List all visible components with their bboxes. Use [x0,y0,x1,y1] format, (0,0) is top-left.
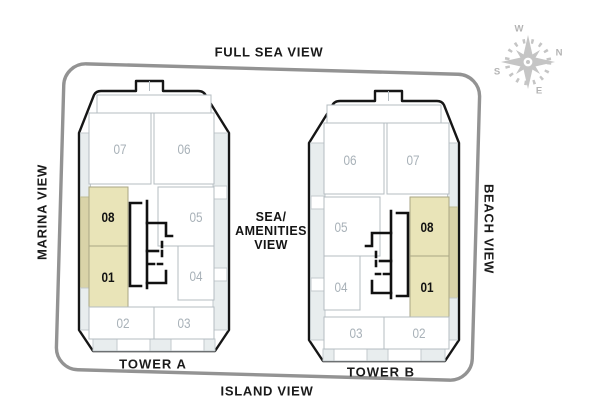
unit-a-01[interactable]: 01 [101,269,115,285]
view-label-full-sea: FULL SEA VIEW [214,44,324,60]
unit-b-06[interactable]: 06 [343,152,357,168]
core-a [128,199,174,290]
unit-a-08[interactable]: 08 [101,209,115,225]
unit-b-05[interactable]: 05 [334,219,348,235]
tower-a-shape [77,79,231,353]
compass-letter-e: E [535,85,543,97]
view-label-marina: MARINA VIEW [34,163,50,261]
unit-a-03[interactable]: 03 [177,315,191,331]
view-label-beach: BEACH VIEW [481,183,497,275]
compass-letter-n: N [555,47,563,59]
unit-a-06[interactable]: 06 [177,141,191,157]
unit-a-07[interactable]: 07 [113,141,127,157]
unit-b-02[interactable]: 02 [412,325,426,341]
unit-b-08[interactable]: 08 [420,219,434,235]
unit-b-03[interactable]: 03 [349,325,363,341]
unit-a-05[interactable]: 05 [189,209,203,225]
view-label-sea-amenities: SEA/ AMENITIES VIEW [235,210,307,252]
compass-letter-s: S [493,66,501,78]
unit-b-04[interactable]: 04 [334,279,348,295]
tower-a-label: TOWER A [119,356,187,372]
center-label-line3: VIEW [254,238,288,252]
unit-a-02[interactable]: 02 [116,315,130,331]
view-label-island: ISLAND VIEW [220,383,314,399]
center-label-line2: AMENITIES [235,224,307,238]
unit-a-04[interactable]: 04 [189,268,203,284]
unit-b-01[interactable]: 01 [420,279,434,295]
compass-rose-icon [501,35,555,89]
compass-letter-w: W [514,23,524,35]
unit-b-07[interactable]: 07 [406,152,420,168]
tower-b-label: TOWER B [346,364,416,380]
center-label-line1: SEA/ [255,210,287,224]
site-boundary [54,62,482,382]
tower-b-shape [307,89,461,363]
